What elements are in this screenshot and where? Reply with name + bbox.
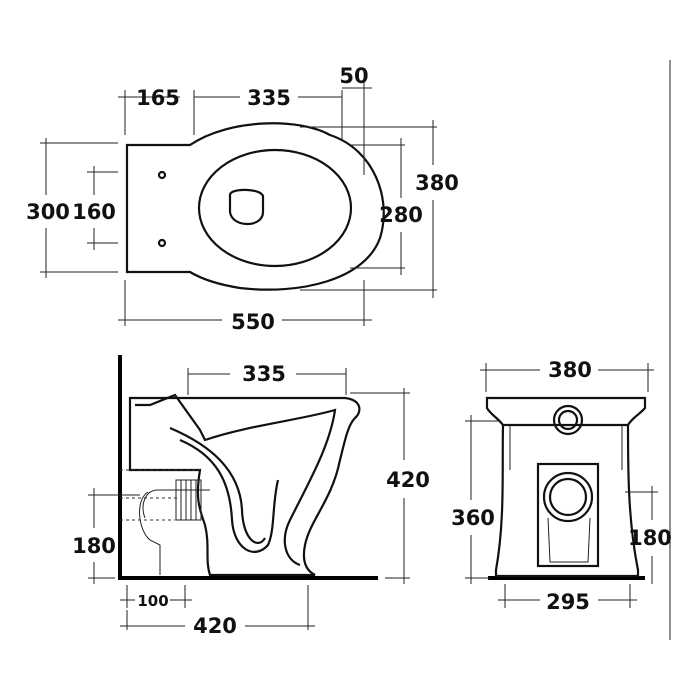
front-outlet-outer [542,471,594,523]
dim-label-550: 550 [231,310,275,334]
dim-label-280: 280 [379,203,423,227]
side-trap [179,438,280,553]
fixing-hole-bottom [157,238,167,248]
fixing-hole-top [157,170,167,180]
dim-label-front-380: 380 [548,358,592,382]
side-trap-inner [169,426,266,544]
pipe-connector [175,479,202,521]
dim-label-50: 50 [339,64,368,88]
dim-label-front-360: 360 [451,506,495,530]
front-view: 380 360 180 295 [451,358,672,614]
front-outlet-inner [548,477,588,517]
top-view: 165 335 50 380 300 160 280 550 [26,64,459,334]
side-view: 335 420 180 100 420 [72,355,430,638]
dim-label-side-335: 335 [242,362,286,386]
dim-label-front-180: 180 [628,526,672,550]
dim-label-335: 335 [247,86,291,110]
dim-label-165: 165 [136,86,180,110]
dim-label-160: 160 [72,200,116,224]
dim-label-300: 300 [26,200,70,224]
outlet-pipe [139,489,210,575]
side-body-outer [128,396,361,577]
dim-label-side-420-depth: 420 [193,614,237,638]
dim-label-side-420-height: 420 [386,468,430,492]
top-view-outline [125,122,385,291]
dim-label-front-295: 295 [546,590,590,614]
bowl-outlet [228,188,265,226]
dim-label-side-100: 100 [137,592,168,610]
front-outlet-frame [536,462,600,568]
front-inlet-inner [557,409,579,431]
front-inlet-outer [552,404,584,436]
dim-label-380: 380 [415,171,459,195]
dim-label-side-180: 180 [72,534,116,558]
front-body [494,424,640,578]
bowl-rim [197,148,353,268]
side-bowl-inner [135,393,337,567]
